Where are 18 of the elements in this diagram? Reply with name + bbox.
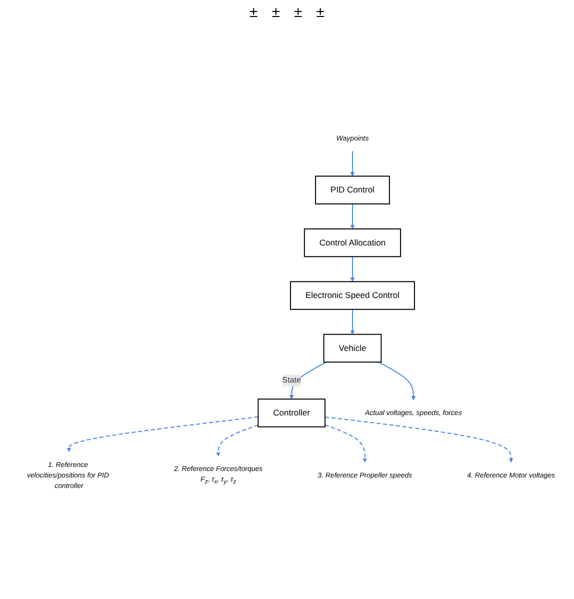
plus-minus-sign: ± xyxy=(272,4,280,21)
plus-minus-sign: ± xyxy=(250,4,258,21)
node-box: Control Allocation xyxy=(304,228,402,258)
arrow xyxy=(324,416,514,463)
arrow xyxy=(350,256,355,282)
node-box: PID Control xyxy=(315,176,390,204)
node-box: Controller xyxy=(258,398,326,428)
arrow xyxy=(350,150,355,176)
node-box: Electronic Speed Control xyxy=(290,281,415,310)
plus-minus-sign: ± xyxy=(316,4,324,21)
arrow xyxy=(378,362,416,400)
arrow xyxy=(324,424,368,463)
arrow xyxy=(350,308,355,335)
arrow xyxy=(350,203,355,230)
arrow xyxy=(66,416,259,452)
plus-minus-sign: ± xyxy=(294,4,302,21)
arrow xyxy=(216,424,259,456)
node-box: Vehicle xyxy=(323,334,382,363)
